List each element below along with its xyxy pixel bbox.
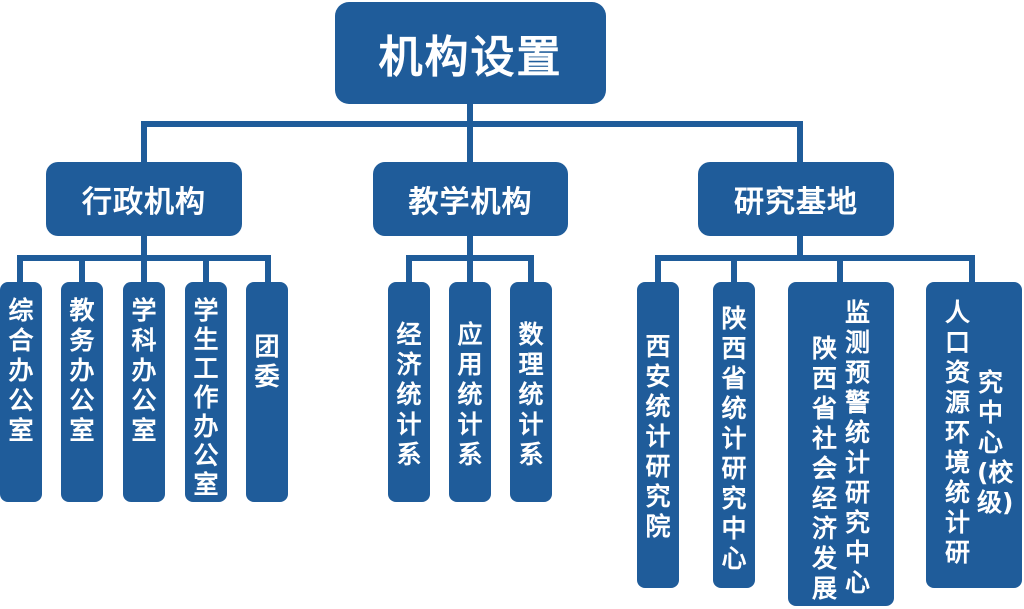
unit-label-column: 究中心(校级) xyxy=(977,368,1014,517)
group-node-research: 研究基地 xyxy=(698,162,894,236)
group-title: 教学机构 xyxy=(408,185,533,220)
unit-node: 数理统计系 xyxy=(510,282,552,502)
group-node-teaching: 教学机构 xyxy=(373,162,568,236)
unit-label: 教务办公室 xyxy=(69,296,95,445)
root-title: 机构设置 xyxy=(378,32,563,83)
unit-label: 团 委 xyxy=(254,332,305,391)
unit-node: 学科办公室 xyxy=(123,282,165,502)
unit-node: 经济统计系 xyxy=(388,282,430,502)
unit-label-column: 人口资源环境统计研 xyxy=(944,298,970,567)
unit-label: 综合办公室 xyxy=(8,296,34,445)
unit-node: 学生工作办公室 xyxy=(185,282,227,502)
unit-node: 西安统计研究院 xyxy=(637,282,679,588)
unit-node: 监测预警统计研究中心 陕西省社会经济发展 xyxy=(788,282,894,606)
unit-label-column: 陕西省社会经济发展 xyxy=(811,334,837,603)
group-title: 研究基地 xyxy=(734,185,858,220)
unit-label: 数理统计系 xyxy=(518,320,544,469)
unit-node: 应用统计系 xyxy=(449,282,491,502)
unit-node: 究中心(校级) 人口资源环境统计研 xyxy=(926,282,1022,588)
root-node: 机构设置 xyxy=(335,2,606,104)
unit-label: 学生工作办公室 xyxy=(193,296,219,499)
unit-label-column: 监测预警统计研究中心 xyxy=(844,298,870,597)
group-title: 行政机构 xyxy=(82,185,206,220)
unit-label: 经济统计系 xyxy=(396,320,422,469)
unit-node: 陕西省统计研究中心 xyxy=(713,282,755,588)
group-node-admin: 行政机构 xyxy=(46,162,242,236)
unit-node: 综合办公室 xyxy=(0,282,42,502)
unit-label: 学科办公室 xyxy=(131,296,157,445)
unit-node: 教务办公室 xyxy=(61,282,103,502)
unit-label: 西安统计研究院 xyxy=(645,332,671,541)
unit-label: 应用统计系 xyxy=(457,320,483,469)
unit-node: 团 委 xyxy=(246,282,305,502)
unit-label: 陕西省统计研究中心 xyxy=(721,304,747,573)
